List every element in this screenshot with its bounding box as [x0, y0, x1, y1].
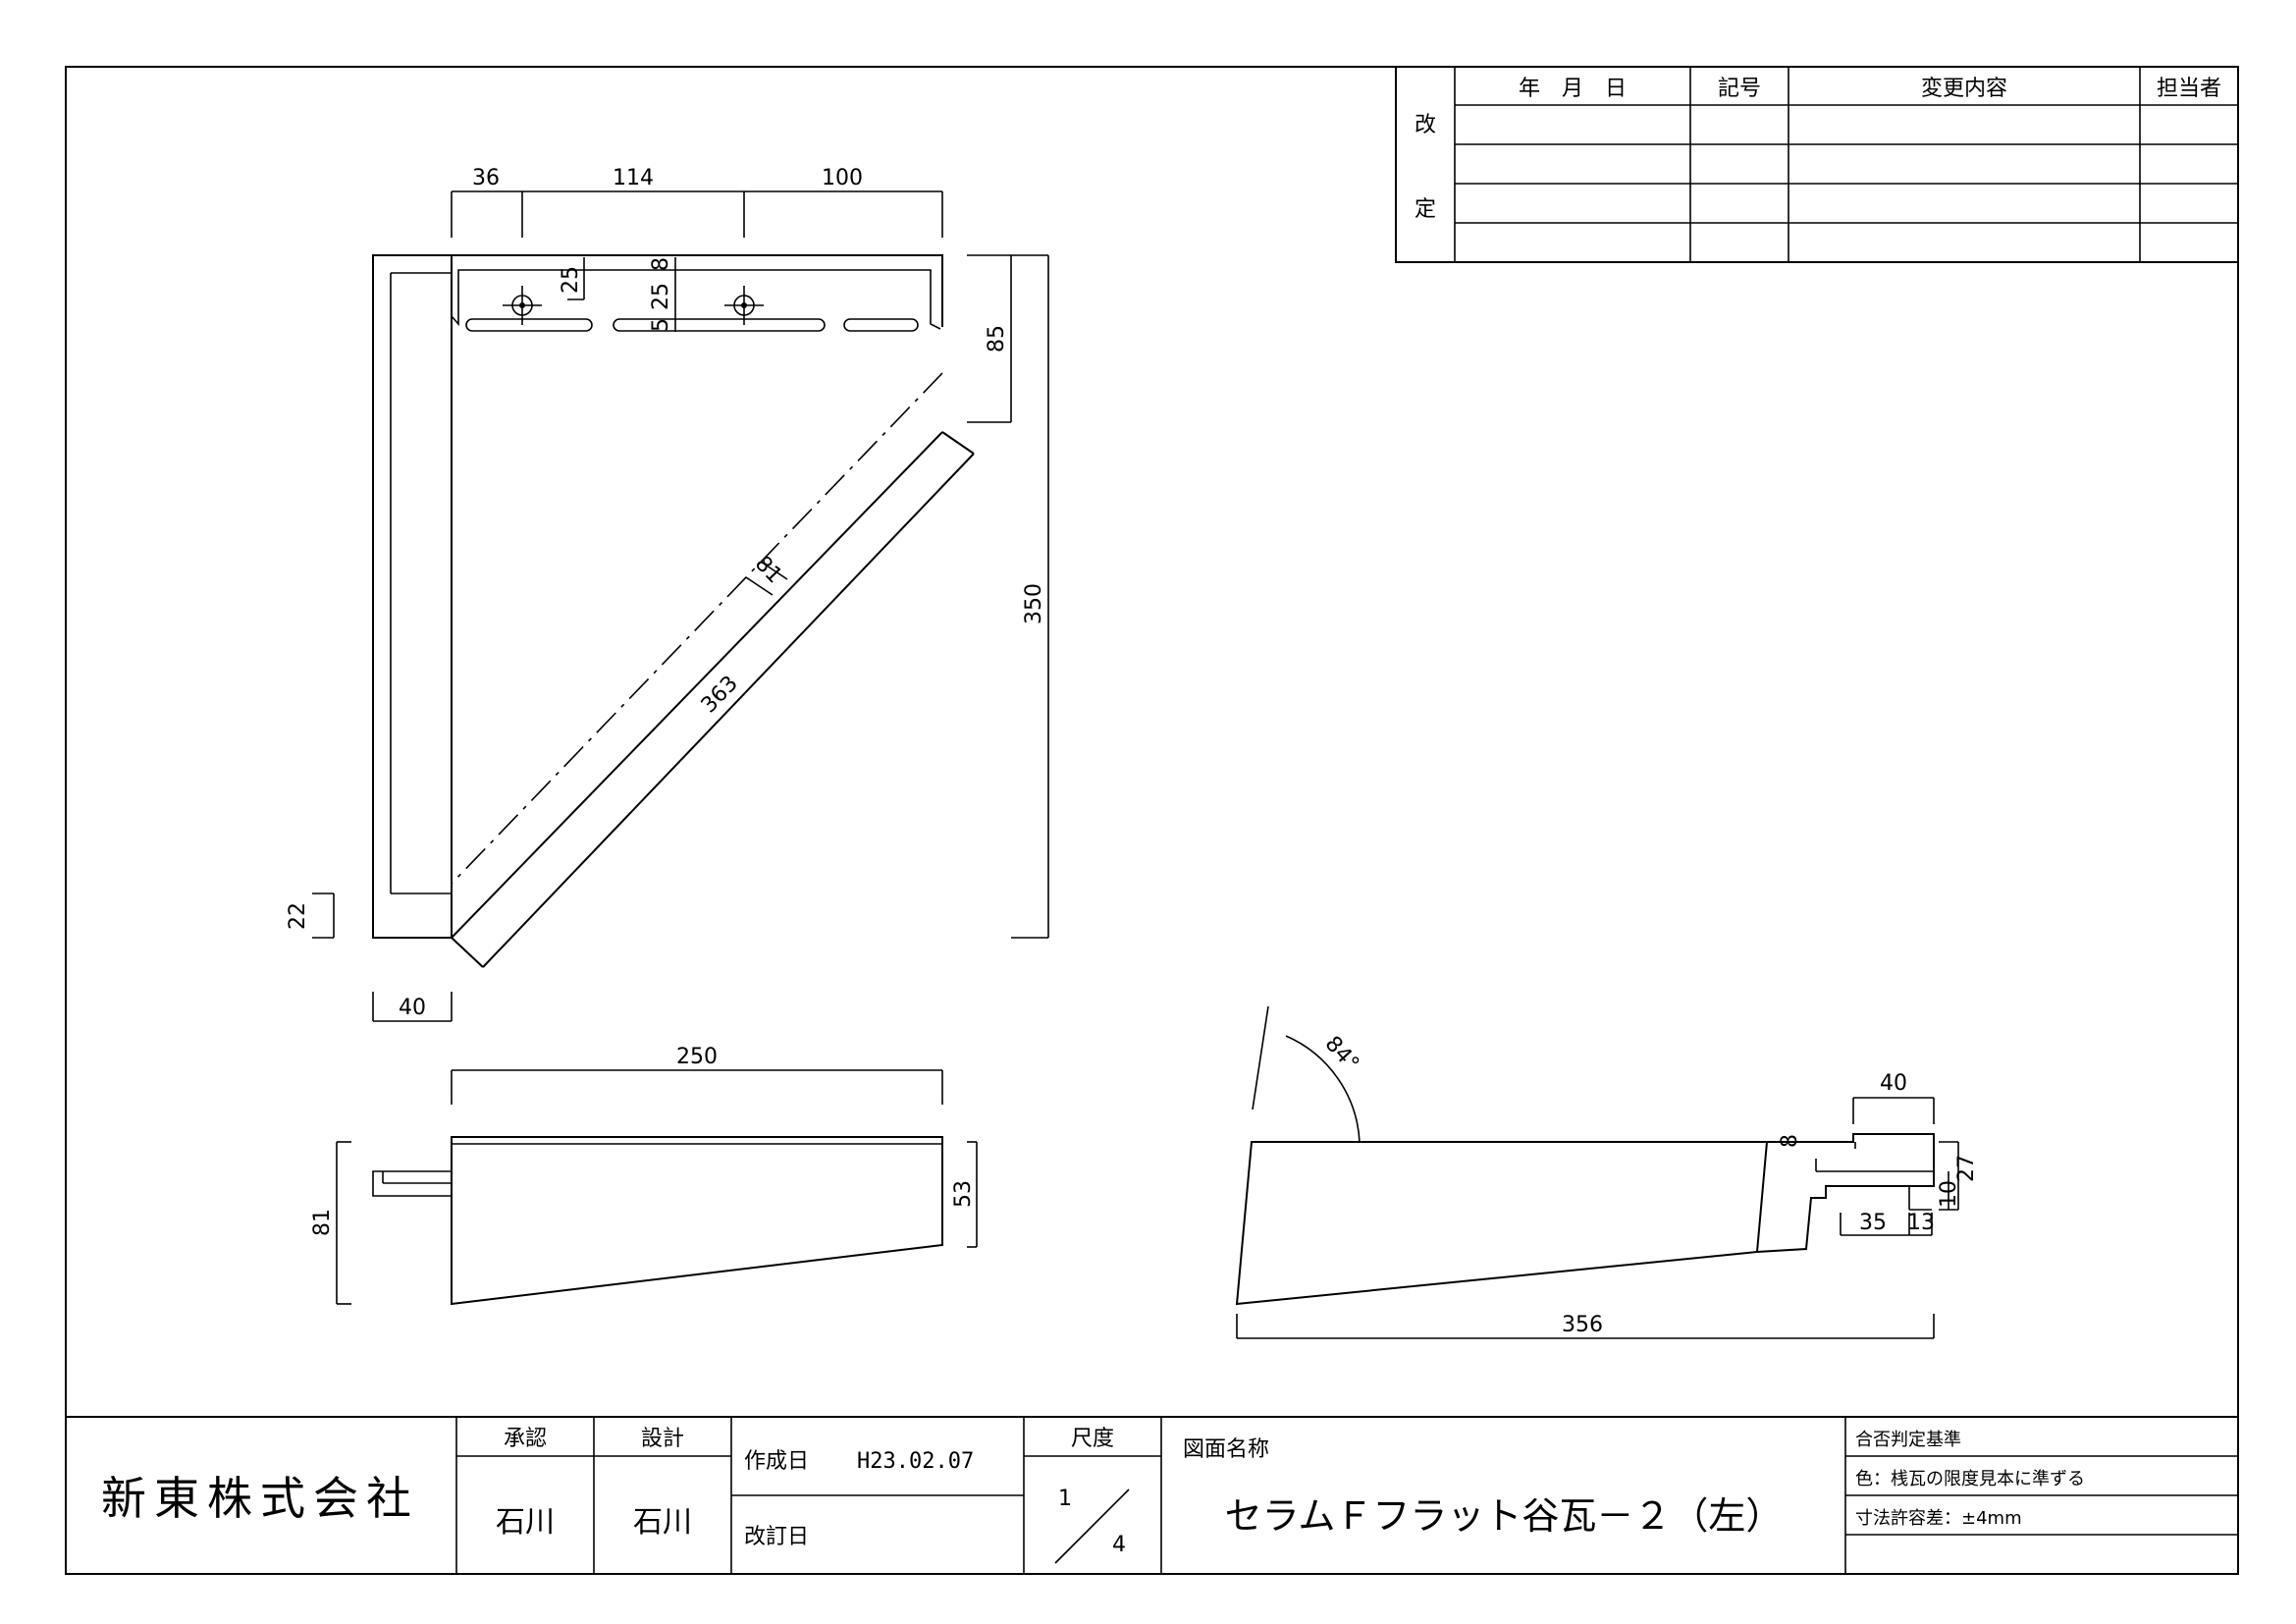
created-label: 作成日 — [744, 1449, 809, 1474]
slot-3 — [843, 318, 919, 332]
dim-lip-height: 27 — [1954, 1155, 1979, 1182]
rev-side-label-top: 改 — [1415, 113, 1436, 137]
dim-lip-b: 13 — [1907, 1211, 1935, 1235]
sheet-border — [65, 66, 2239, 1575]
plan-outline — [372, 254, 943, 939]
dim-top-a: 36 — [472, 166, 500, 190]
rev-side-label-bottom: 定 — [1415, 197, 1436, 222]
dim-lip-small: 8 — [1778, 1134, 1802, 1148]
revised-label: 改訂日 — [744, 1525, 809, 1549]
hole-2 — [724, 286, 764, 325]
dim-left-small: 22 — [286, 902, 310, 930]
side-view: 250 81 53 — [310, 1045, 978, 1306]
dim-top-c: 100 — [822, 166, 863, 190]
hole-1 — [503, 286, 542, 325]
side-outline — [451, 1136, 943, 1306]
design-label: 設計 — [641, 1427, 684, 1451]
rev-header-content: 変更内容 — [1921, 77, 2007, 101]
dim-side-height-right: 53 — [951, 1180, 976, 1208]
rev-header-person: 担当者 — [2157, 77, 2221, 101]
dim-bottom-left: 40 — [399, 996, 426, 1020]
dim-angle: 84° — [1319, 1032, 1363, 1077]
dim-side-width: 250 — [676, 1045, 718, 1069]
scale-denominator: 4 — [1112, 1533, 1126, 1557]
dim-lip-width: 40 — [1880, 1071, 1907, 1096]
dim-slot-depth: 25 — [559, 266, 583, 294]
scale-numerator: 1 — [1058, 1487, 1072, 1511]
dim-hole-b: 25 — [649, 283, 673, 310]
approval-label: 承認 — [504, 1427, 547, 1451]
criteria-color: 色：桟瓦の限度見本に準ずる — [1855, 1469, 2085, 1489]
section-view: 84° 40 8 27 10 35 13 356 — [1235, 1005, 1979, 1339]
title-block: 新東株式会社 承認 石川 設計 石川 作成日 H23.02.07 改訂日 尺度 … — [66, 1416, 2238, 1574]
dim-hole-a: 8 — [649, 257, 673, 271]
dim-right-total: 350 — [1022, 583, 1046, 624]
rev-header-date: 年 月 日 — [1519, 77, 1627, 101]
criteria-tolerance: 寸法許容差：±4mm — [1855, 1508, 2022, 1529]
drawing-name: セラムＦフラット谷瓦－２（左） — [1225, 1494, 1784, 1538]
scale-slash — [1054, 1489, 1130, 1564]
dim-lip-a: 35 — [1859, 1211, 1887, 1235]
slot-1 — [465, 318, 593, 332]
section-outline — [1235, 1141, 1769, 1306]
dim-lip-inner: 10 — [1937, 1180, 1961, 1208]
dim-right-short: 85 — [985, 325, 1009, 352]
rev-header-mark: 記号 — [1718, 77, 1761, 101]
company-name: 新東株式会社 — [101, 1472, 419, 1525]
revision-table: 年 月 日 記号 変更内容 担当者 改 定 — [1395, 66, 2239, 263]
created-date: H23.02.07 — [857, 1449, 974, 1474]
approval-name: 石川 — [496, 1505, 555, 1540]
drawing-name-label: 図面名称 — [1183, 1437, 1269, 1462]
dim-section-length: 356 — [1562, 1313, 1603, 1337]
scale-label: 尺度 — [1071, 1427, 1114, 1451]
slot-2 — [613, 318, 826, 332]
dim-side-height-total: 81 — [310, 1209, 335, 1236]
dim-hole-c: 5 — [649, 318, 673, 332]
design-name: 石川 — [633, 1505, 692, 1540]
dim-top-b: 114 — [613, 166, 654, 190]
plan-view: 36 114 100 25 8 25 5 85 350 81 363 22 — [286, 166, 1049, 1022]
criteria-title: 合否判定基準 — [1855, 1430, 1961, 1450]
